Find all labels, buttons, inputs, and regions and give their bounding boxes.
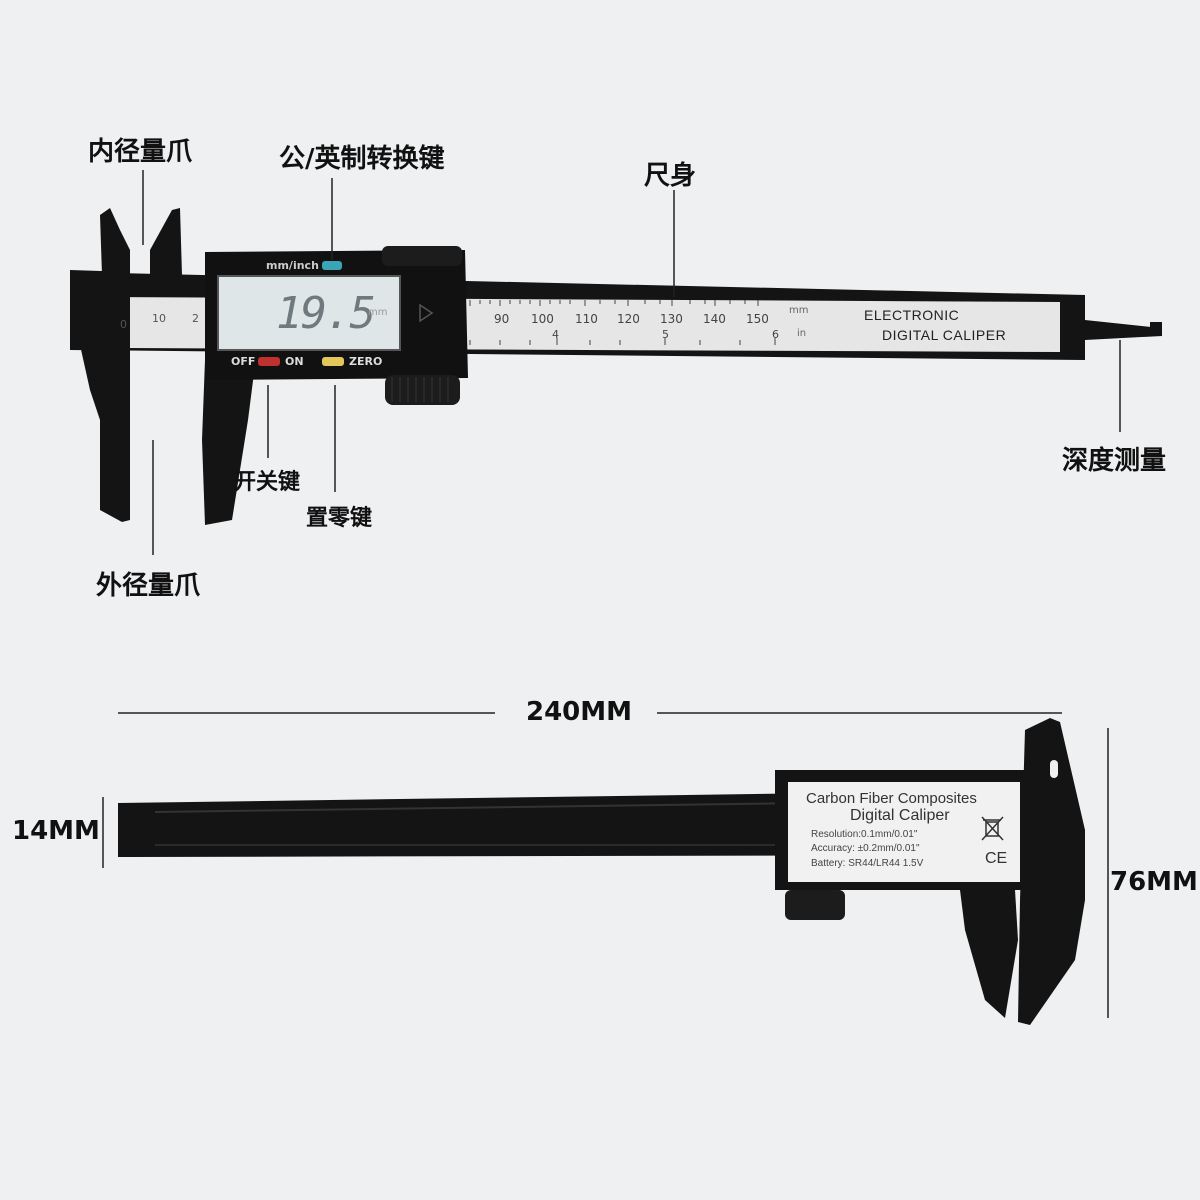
- brand-line-1: ELECTRONIC: [864, 307, 960, 323]
- thumb-wheel-top: [382, 246, 462, 266]
- fixed-inner-jaw: [100, 208, 130, 275]
- jaw-slot: [1050, 760, 1058, 778]
- weee-bin-icon: [981, 816, 1004, 841]
- back-fixed-jaw: [1018, 718, 1085, 1025]
- zero-button[interactable]: [322, 357, 344, 366]
- dimension-lines: [102, 712, 1109, 1018]
- back-label-line-1: Carbon Fiber Composites: [806, 790, 977, 807]
- power-key-label: 开关键: [234, 470, 301, 495]
- off-label: OFF: [231, 355, 256, 368]
- zero-key-label: 置零键: [306, 506, 373, 531]
- sliding-outer-jaw: [202, 360, 255, 525]
- scale-in-6: 6: [772, 328, 779, 341]
- lcd-unit: mm: [368, 307, 388, 318]
- caliper-back-view: [102, 712, 1109, 1025]
- ruler-body-label: 尺身: [644, 161, 697, 191]
- scale-left-0: 0: [120, 318, 127, 331]
- lcd-mode-label: mm/inch: [266, 259, 319, 272]
- on-label: ON: [285, 355, 304, 368]
- depth-label: 深度测量: [1062, 446, 1167, 476]
- lcd-screen: [217, 275, 401, 351]
- back-label-resolution: Resolution:0.1mm/0.01": [811, 829, 918, 840]
- scale-left-10: 10: [152, 312, 166, 325]
- caliper-front-view: [70, 170, 1162, 555]
- scale-left-2: 2: [192, 312, 199, 325]
- scale-mm-120: 120: [617, 312, 640, 326]
- length-dimension: 240MM: [526, 697, 633, 727]
- sliding-inner-jaw: [150, 208, 182, 275]
- thickness-dimension: 14MM: [12, 816, 100, 846]
- spec-label-plate: [788, 782, 1020, 882]
- scale-mm-150: 150: [746, 312, 769, 326]
- back-label-line-2: Digital Caliper: [850, 807, 950, 824]
- thumb-wheel: [385, 375, 460, 405]
- back-label-accuracy: Accuracy: ±0.2mm/0.01": [811, 843, 920, 854]
- lcd-reading: 19.5: [276, 288, 376, 339]
- back-sliding-jaw: [960, 890, 1018, 1018]
- brand-line-2: DIGITAL CALIPER: [882, 327, 1007, 343]
- unit-key-label: 公/英制转换键: [279, 144, 445, 174]
- arrow-icon: [419, 303, 434, 323]
- zero-label: ZERO: [349, 355, 383, 368]
- scale-mm-130: 130: [660, 312, 683, 326]
- height-dimension: 76MM: [1110, 867, 1198, 897]
- callout-lines: [142, 170, 1121, 555]
- unit-toggle-button[interactable]: [322, 261, 342, 270]
- back-label-battery: Battery: SR44/LR44 1.5V: [811, 858, 924, 869]
- depth-rod: [1085, 320, 1162, 340]
- scale-mm-90: 90: [494, 312, 510, 326]
- scale-in-5: 5: [662, 328, 669, 341]
- scale-in-4: 4: [552, 328, 559, 341]
- scale-mm-100: 100: [531, 312, 554, 326]
- scale-mm-unit: mm: [789, 305, 809, 316]
- power-button[interactable]: [258, 357, 280, 366]
- fixed-outer-jaw: [70, 270, 130, 522]
- inner-jaw-label: 内径量爪: [88, 137, 193, 167]
- scale-mm-140: 140: [703, 312, 726, 326]
- scale-mm-110: 110: [575, 312, 598, 326]
- ce-mark: CE: [985, 850, 1008, 867]
- outer-jaw-label: 外径量爪: [96, 571, 201, 601]
- scale-in-unit: in: [797, 328, 807, 339]
